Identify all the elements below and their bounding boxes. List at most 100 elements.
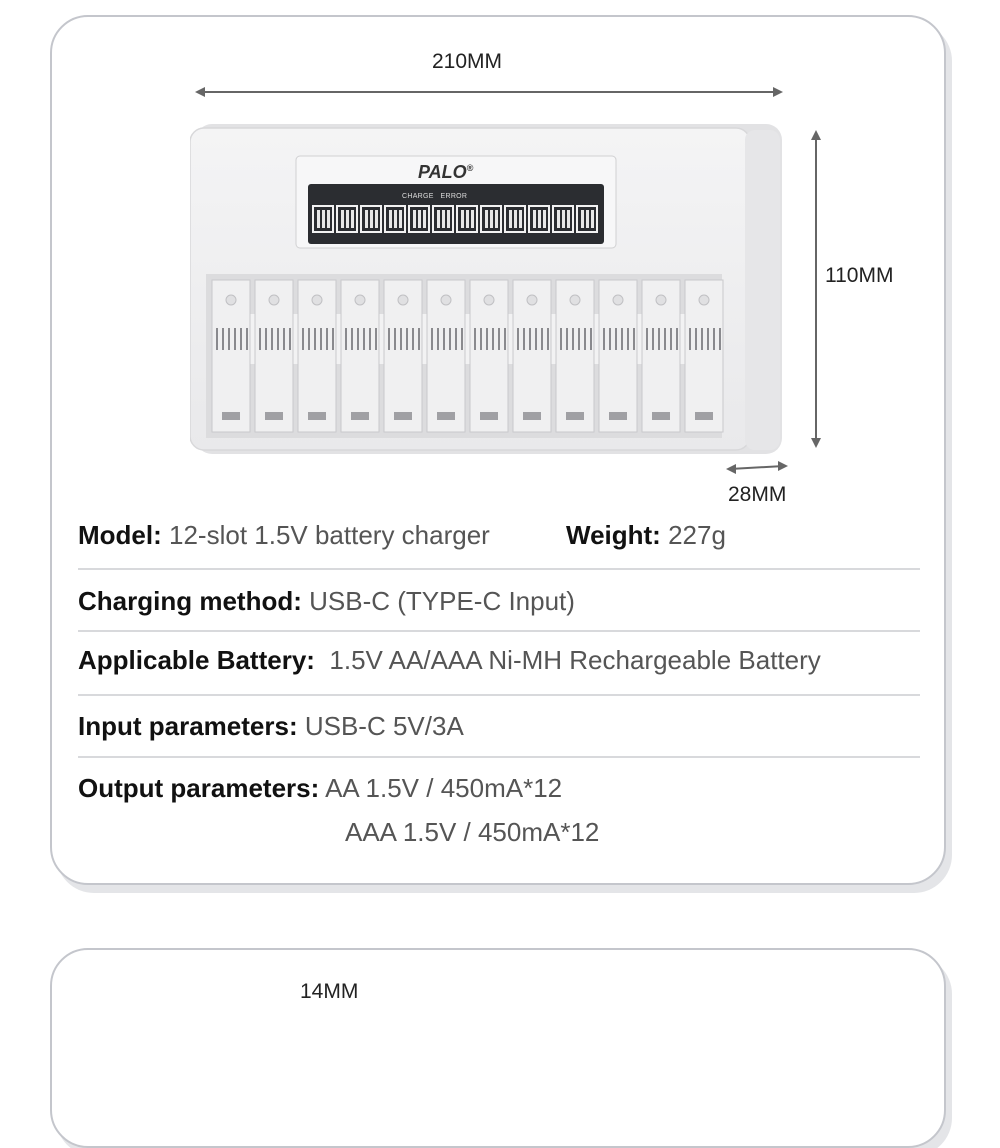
slot-contact-top <box>569 294 581 306</box>
slot-contact-bottom <box>437 412 455 420</box>
slot-contact-top <box>397 294 409 306</box>
slot-contact-bottom <box>566 412 584 420</box>
error-indicator-label: ERROR <box>440 193 468 200</box>
indicator-labels: CHARGE ERROR <box>402 193 467 200</box>
slot-vent <box>406 328 408 350</box>
slot-vent <box>240 328 242 350</box>
lcd-cell-bar <box>586 210 589 228</box>
lcd-cell-bar <box>495 210 498 228</box>
battery-slot <box>211 279 251 433</box>
slot-vent <box>652 328 654 350</box>
slot-vent <box>523 328 525 350</box>
slot-vent <box>326 328 328 350</box>
battery-value: 1.5V AA/AAA Ni-MH Rechargeable Battery <box>329 645 821 675</box>
slot-vent <box>480 328 482 350</box>
slot-vent <box>670 328 672 350</box>
slot-contact-bottom <box>222 412 240 420</box>
lcd-battery-cell <box>360 205 382 233</box>
lcd-battery-cell <box>528 205 550 233</box>
slot-vent <box>547 328 549 350</box>
spec-battery: Applicable Battery: 1.5V AA/AAA Ni-MH Re… <box>78 645 821 675</box>
lcd-cell-bar <box>317 210 320 228</box>
lcd-cell-bar <box>466 210 469 228</box>
divider <box>78 756 920 758</box>
slot-vent <box>388 328 390 350</box>
lcd-cell-bar <box>567 210 570 228</box>
input-value: USB-C 5V/3A <box>304 711 464 741</box>
slot-vent <box>584 328 586 350</box>
slot-contact-top <box>526 294 538 306</box>
lcd-battery-cell <box>408 205 430 233</box>
slot-vent <box>449 328 451 350</box>
slot-vent <box>271 328 273 350</box>
slot-contact-bottom <box>695 412 713 420</box>
lcd-cell-bar <box>375 210 378 228</box>
brand-name: PALO <box>418 162 467 182</box>
weight-label: Weight: <box>566 520 661 550</box>
slot-vent <box>443 328 445 350</box>
spec-weight: Weight: 227g <box>566 520 726 550</box>
slot-vent <box>689 328 691 350</box>
lcd-battery-cell <box>480 205 502 233</box>
slot-vent <box>394 328 396 350</box>
lcd-cell-bar <box>485 210 488 228</box>
slot-vent <box>615 328 617 350</box>
lcd-cell-bar <box>365 210 368 228</box>
slot-vent <box>246 328 248 350</box>
card2-dimension-label: 14MM <box>300 980 359 1003</box>
slot-vent <box>431 328 433 350</box>
lcd-cell-bar <box>557 210 560 228</box>
slot-contact-bottom <box>265 412 283 420</box>
slot-vent <box>289 328 291 350</box>
slot-vent <box>701 328 703 350</box>
slot-vent <box>609 328 611 350</box>
spec-charging: Charging method: USB-C (TYPE-C Input) <box>78 586 575 616</box>
lcd-battery-cell <box>432 205 454 233</box>
slot-contact-top <box>311 294 323 306</box>
charging-value: USB-C (TYPE-C Input) <box>309 586 575 616</box>
slot-vent <box>412 328 414 350</box>
output-value-aa: AA 1.5V / 450mA*12 <box>325 773 563 803</box>
slot-vent <box>498 328 500 350</box>
slot-contact-bottom <box>480 412 498 420</box>
lcd-cell-bar <box>442 210 445 228</box>
slot-contact-top <box>225 294 237 306</box>
lcd-battery-cell <box>336 205 358 233</box>
brand-mark: ® <box>466 163 474 173</box>
slot-vent <box>222 328 224 350</box>
charge-indicator-label: CHARGE <box>402 193 434 200</box>
slot-vent <box>375 328 377 350</box>
lcd-cell-bar <box>346 210 349 228</box>
slot-vent <box>474 328 476 350</box>
slot-vent <box>633 328 635 350</box>
lcd-cell-bar <box>581 210 584 228</box>
slot-contact-top <box>440 294 452 306</box>
slot-vent <box>369 328 371 350</box>
model-value: 12-slot 1.5V battery charger <box>169 520 490 550</box>
height-arrow-icon <box>811 130 821 448</box>
slot-vent <box>658 328 660 350</box>
charging-label: Charging method: <box>78 586 302 616</box>
lcd-battery-cell <box>504 205 526 233</box>
brand-logo: PALO® <box>418 162 473 183</box>
output-label: Output parameters: <box>78 773 320 803</box>
slot-vent <box>363 328 365 350</box>
spec-model: Model: 12-slot 1.5V battery charger <box>78 520 490 550</box>
charger-illustration <box>190 124 782 454</box>
spec-output: Output parameters: AA 1.5V / 450mA*12 <box>78 773 562 803</box>
slot-vent <box>535 328 537 350</box>
slot-vent <box>283 328 285 350</box>
lcd-cell-bar <box>418 210 421 228</box>
slot-vent <box>713 328 715 350</box>
lcd-cell-bar <box>413 210 416 228</box>
lcd-cell-bar <box>389 210 392 228</box>
lcd-cell-bar <box>447 210 450 228</box>
slot-vent <box>646 328 648 350</box>
slot-vent <box>492 328 494 350</box>
slot-contact-bottom <box>523 412 541 420</box>
divider <box>78 568 920 570</box>
slot-vent <box>437 328 439 350</box>
width-arrow-icon <box>195 87 783 97</box>
slot-vent <box>621 328 623 350</box>
spec-output-line2: AAA 1.5V / 450mA*12 <box>345 817 599 847</box>
